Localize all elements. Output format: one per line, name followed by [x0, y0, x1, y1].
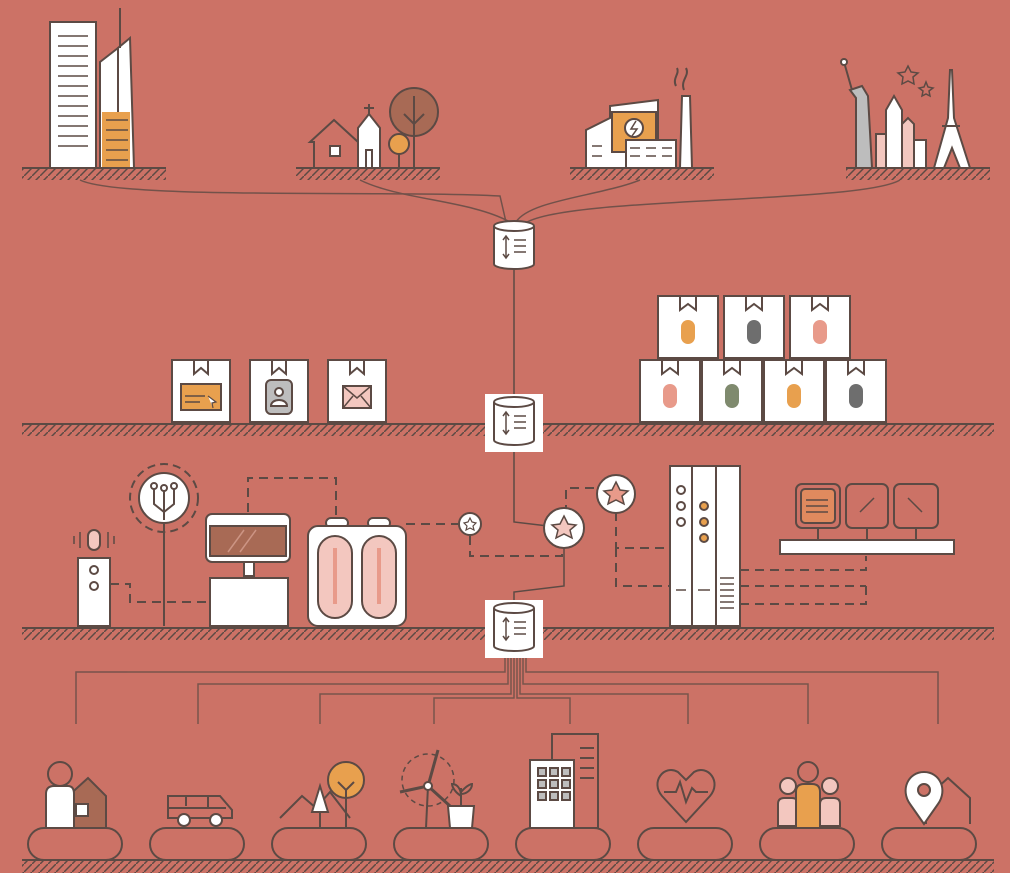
- city-uplinks: [80, 180, 900, 224]
- star-node-center-icon[interactable]: [544, 508, 584, 548]
- storage-layer: [22, 296, 994, 452]
- pedestal-5: [516, 828, 610, 860]
- smart-building-icon[interactable]: [530, 734, 598, 828]
- data-grid-boxes: [640, 296, 886, 422]
- battery-bank-icon: [308, 518, 406, 626]
- pedestal-4: [394, 828, 488, 860]
- id-card-box-icon: [250, 360, 308, 422]
- city-layer: [22, 8, 990, 180]
- pedestal-6: [638, 828, 732, 860]
- star-node-small-icon[interactable]: [459, 513, 481, 535]
- server-racks-icon: [670, 466, 740, 626]
- factory-icon: [586, 68, 692, 168]
- compute-layer: [22, 464, 994, 658]
- sensor-icon: [74, 530, 114, 626]
- web-card-box-icon: [172, 360, 230, 422]
- distribution-links: [76, 658, 938, 724]
- database-hub-icon[interactable]: [494, 221, 534, 269]
- village-icon: [310, 88, 438, 168]
- landmarks-icon: [841, 59, 970, 168]
- smart-home-icon[interactable]: [46, 762, 106, 828]
- database-hub-2-icon[interactable]: [485, 394, 543, 452]
- health-icon[interactable]: [657, 770, 714, 822]
- star-node-right-icon[interactable]: [597, 475, 635, 513]
- database-hub-3-icon[interactable]: [485, 600, 543, 658]
- pedestal-8: [882, 828, 976, 860]
- environment-icon[interactable]: [280, 762, 364, 828]
- pedestal-2: [150, 828, 244, 860]
- renewable-energy-icon[interactable]: [400, 750, 474, 828]
- pedestal-3: [272, 828, 366, 860]
- applications-layer: [22, 734, 994, 873]
- terminal-icon: [206, 514, 290, 626]
- pedestal-7: [760, 828, 854, 860]
- location-services-icon[interactable]: [906, 772, 970, 824]
- pedestal-1: [28, 828, 122, 860]
- mail-box-icon: [328, 360, 386, 422]
- vehicle-icon[interactable]: [168, 796, 232, 826]
- community-icon[interactable]: [778, 762, 840, 828]
- monitor-shelf-icon: [780, 484, 954, 554]
- office-towers-icon: [50, 8, 134, 168]
